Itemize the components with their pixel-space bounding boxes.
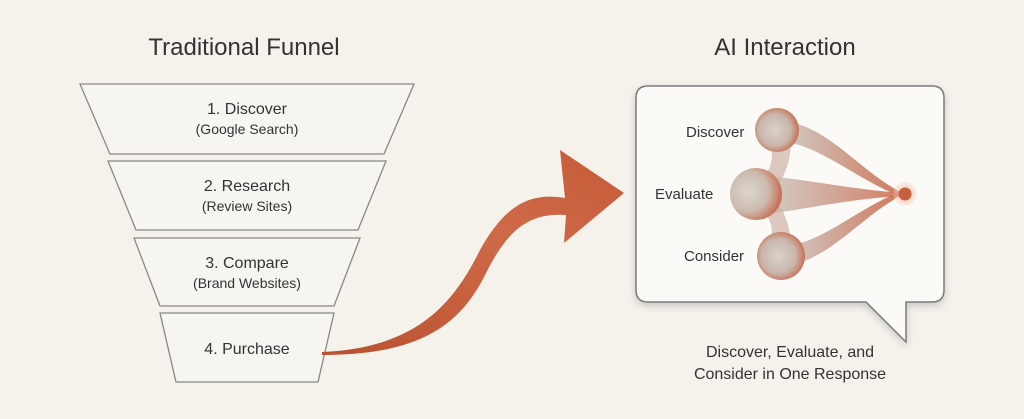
- funnel-stage-discover: [79, 83, 415, 155]
- node-discover-blob: [755, 108, 799, 152]
- node-consider-blob: [757, 232, 805, 280]
- node-discover-label: Discover: [686, 124, 745, 141]
- ai-caption: Discover, Evaluate, and Consider in One …: [620, 342, 960, 386]
- node-evaluate-blob: [730, 168, 782, 220]
- funnel-title: Traditional Funnel: [148, 34, 340, 61]
- transition-arrow: [322, 150, 624, 355]
- node-consider-label: Consider: [684, 248, 745, 265]
- ai-response-bubble: [635, 85, 945, 344]
- stream-consider: [788, 191, 902, 265]
- caption-line-1: Discover, Evaluate, and: [705, 344, 875, 361]
- caption-line-2: Consider in One Response: [693, 366, 887, 383]
- funnel-stage-research: [107, 160, 387, 231]
- funnel-stage-compare: [133, 237, 361, 307]
- node-evaluate-label: Evaluate: [655, 186, 714, 203]
- ai-interaction-title: AI Interaction: [714, 34, 856, 61]
- funnel-stage-purchase: [159, 312, 335, 383]
- stream-discover: [788, 122, 902, 197]
- stream-evaluate: [770, 176, 902, 214]
- convergence-dot: [898, 187, 912, 201]
